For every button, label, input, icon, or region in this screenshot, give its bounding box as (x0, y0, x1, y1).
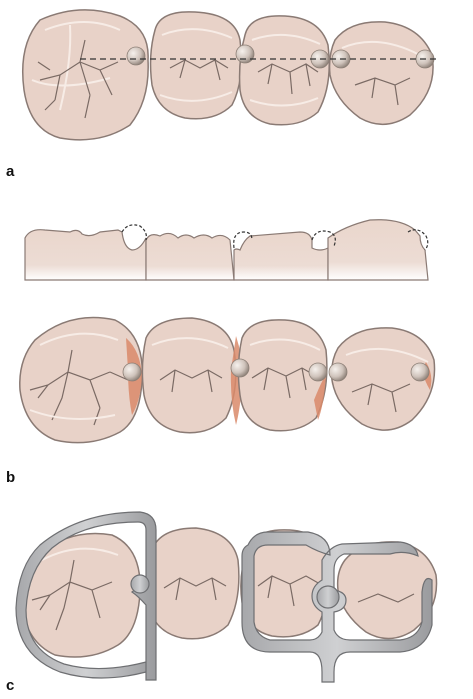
side-view-teeth-row (24, 229, 147, 281)
panel-a: a (6, 9, 440, 180)
premolar-tooth-b-2 (237, 319, 328, 432)
side-contact-dash-4 (407, 229, 429, 251)
panel-b-occlusal-view: b (6, 316, 436, 486)
panel-b-side-view (24, 219, 429, 281)
premolar-tooth-a-2 (238, 15, 330, 126)
premolar-tooth-c-1 (145, 527, 240, 640)
premolar-tooth-b-1 (141, 317, 237, 434)
matrix-band-2 (241, 531, 433, 683)
premolar-tooth-a-1 (149, 11, 243, 120)
contact-point-b-5 (410, 362, 430, 382)
canine-tooth-b (330, 327, 436, 431)
molar-tooth-a (21, 9, 149, 141)
matrix-retainer-node-2 (316, 585, 340, 609)
side-contact-dash-1 (121, 224, 147, 241)
panel-label-a: a (6, 163, 15, 180)
contact-point-a-2 (235, 44, 255, 64)
contact-point-b-1 (122, 362, 142, 382)
panel-c: c (6, 511, 438, 694)
contact-point-b-4 (328, 362, 348, 382)
marginal-ridge-red-3 (314, 375, 326, 420)
canine-tooth-a (328, 21, 434, 125)
molar-tooth-b (19, 316, 144, 444)
panel-label-b: b (6, 469, 15, 486)
contact-point-a-1 (126, 46, 146, 66)
contact-point-b-3 (308, 362, 328, 382)
matrix-retainer-node-1 (130, 574, 150, 594)
contact-point-b-2 (230, 358, 250, 378)
matrix-band-1 (15, 511, 157, 681)
panel-label-c: c (6, 677, 14, 694)
side-contact-dash-3 (311, 230, 336, 247)
side-contact-dash-2 (233, 231, 253, 249)
